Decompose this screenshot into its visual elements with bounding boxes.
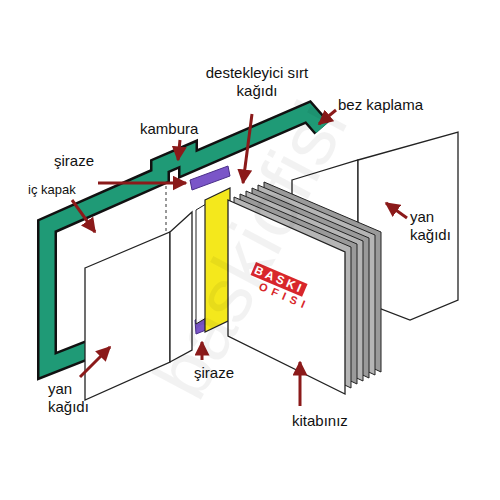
part-label: şiraze <box>54 152 124 170</box>
spine-paper <box>205 188 230 332</box>
part-label: bez kaplama <box>338 96 458 114</box>
part-label: şiraze <box>194 364 264 382</box>
part-label: yan kağıdı <box>48 380 103 416</box>
left-endpaper-fold <box>170 212 192 362</box>
part-label: yan kağıdı <box>410 208 465 244</box>
leader-arrows <box>72 110 407 406</box>
book-cover <box>228 200 345 394</box>
headband-top <box>190 166 230 190</box>
left-endpaper <box>85 232 170 400</box>
part-label: kambura <box>140 120 220 138</box>
part-label: kitabınız <box>292 412 392 430</box>
part-label: iç kapak <box>28 181 98 199</box>
part-label: destekleyici sırt kağıdı <box>194 64 320 100</box>
